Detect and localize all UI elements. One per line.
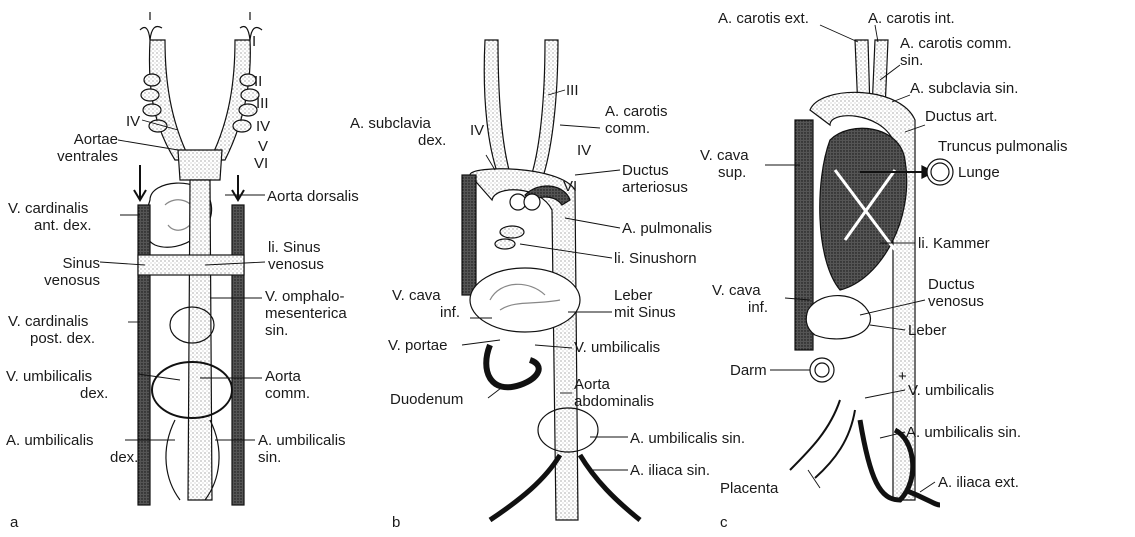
label-aorta-comm-1: Aorta: [265, 368, 301, 385]
label-v-cava-2-b: inf.: [440, 304, 460, 321]
label-aortae-ventrales-2: ventrales: [14, 148, 118, 165]
label-a-umbilicalis-dex-1: A. umbilicalis: [6, 432, 94, 449]
label-v-cardinalis-post-1: V. cardinalis: [8, 313, 88, 330]
cardinal-vein-right-a: [232, 205, 244, 505]
label-v-umbilicalis-c: V. umbilicalis: [908, 382, 994, 399]
label-v-umbilicalis-1: V. umbilicalis: [6, 368, 92, 385]
label-a-carotis-1-b: A. carotis: [605, 103, 668, 120]
label-a-iliaca-sin-b: A. iliaca sin.: [630, 462, 710, 479]
label-a-carotis-ext-c: A. carotis ext.: [718, 10, 809, 27]
label-lunge-c: Lunge: [958, 164, 1000, 181]
label-a-umbilicalis-sin-c: A. umbilicalis sin.: [906, 424, 1021, 441]
label-li-sinus-1: li. Sinus: [268, 239, 321, 256]
flow-arrows-top: [140, 12, 262, 40]
label-leber-1-b: Leber: [614, 287, 652, 304]
panel-a-drawing: [134, 12, 262, 505]
label-v-umbilicalis-2: dex.: [80, 385, 108, 402]
sinushorn-b: [500, 226, 524, 238]
label-a-pulmonalis-b: A. pulmonalis: [622, 220, 712, 237]
label-a-carotis-2-b: comm.: [605, 120, 650, 137]
label-v-cardinalis-ant-1: V. cardinalis: [8, 200, 88, 217]
label-a-umbilicalis-dex-2: dex.: [110, 449, 138, 466]
umbilical-vessels-c: [790, 400, 855, 478]
label-v-portae-b: V. portae: [388, 337, 448, 354]
label-iv-left-b: IV: [470, 122, 484, 139]
label-a-iliaca-ext-c: A. iliaca ext.: [938, 474, 1019, 491]
arch-numeral-i: I: [252, 33, 256, 50]
duodenum-b: [486, 345, 538, 387]
label-a-carotis-comm-2-c: sin.: [900, 52, 923, 69]
label-aorta-dorsalis: Aorta dorsalis: [267, 188, 359, 205]
label-v-cardinalis-post-2: post. dex.: [30, 330, 95, 347]
aorta-dorsalis-a: [188, 180, 212, 500]
panel-letter-b: b: [392, 514, 400, 531]
label-li-sinushorn-b: li. Sinushorn: [614, 250, 697, 267]
label-v-cava-1-b: V. cava: [392, 287, 441, 304]
label-a-umbilicalis-sin-2: sin.: [258, 449, 281, 466]
darm-c: [810, 358, 834, 382]
cardinal-vein-left-a: [138, 205, 150, 505]
label-a-subclavia-sin-c: A. subclavia sin.: [910, 80, 1018, 97]
label-v-cardinalis-ant-2: ant. dex.: [34, 217, 92, 234]
label-placenta-c: Placenta: [720, 480, 778, 497]
label-darm-c: Darm: [730, 362, 767, 379]
label-plus-c: +: [898, 368, 907, 385]
leber-b: [470, 268, 580, 332]
arch-numeral-iii: III: [256, 95, 269, 112]
label-v-cava-sup-1-c: V. cava: [700, 147, 749, 164]
arch-numeral-iv-left: IV: [126, 113, 140, 130]
label-truncus-c: Truncus pulmonalis: [938, 138, 1068, 155]
label-sinus-venosus-1: Sinus: [14, 255, 100, 272]
label-a-subclavia-2: dex.: [418, 132, 446, 149]
label-leber-2-b: mit Sinus: [614, 304, 676, 321]
label-aorta-abd-1-b: Aorta: [574, 376, 610, 393]
leber-c: [806, 296, 870, 339]
sinus-venosus-a: [138, 255, 244, 275]
label-v-omphalo-1: V. omphalo-: [265, 288, 345, 305]
label-ductus-2-b: arteriosus: [622, 179, 688, 196]
label-ductus-ven-1-c: Ductus: [928, 276, 975, 293]
label-li-kammer-c: li. Kammer: [918, 235, 990, 252]
label-a-carotis-int-c: A. carotis int.: [868, 10, 955, 27]
label-leber-c: Leber: [908, 322, 946, 339]
pulmonary-opening-2-b: [524, 194, 540, 210]
aortic-sac-a: [178, 150, 222, 180]
label-v-omphalo-2: mesenterica: [265, 305, 347, 322]
label-vi-b: VI: [563, 178, 577, 195]
arch-numeral-ii: II: [254, 73, 262, 90]
label-ductus-ven-2-c: venosus: [928, 293, 984, 310]
carotid-right-b: [530, 40, 558, 180]
label-a-subclavia-1: A. subclavia: [350, 115, 431, 132]
label-a-carotis-comm-1-c: A. carotis comm.: [900, 35, 1012, 52]
arch-numeral-iv-right: IV: [256, 118, 270, 135]
v-cava-sup-b: [462, 175, 476, 295]
label-v-omphalo-3: sin.: [265, 322, 288, 339]
label-iii-b: III: [566, 82, 579, 99]
label-aorta-abd-2-b: abdominalis: [574, 393, 654, 410]
arch-numeral-v: V: [258, 138, 268, 155]
label-v-cava-sup-2-c: sup.: [718, 164, 746, 181]
label-v-umbilicalis-b: V. umbilicalis: [574, 339, 660, 356]
label-aorta-comm-2: comm.: [265, 385, 310, 402]
label-ductus-art-c: Ductus art.: [925, 108, 998, 125]
label-li-sinus-2: venosus: [268, 256, 324, 273]
label-v-cava-inf-2-c: inf.: [748, 299, 768, 316]
label-iv-right-b: IV: [577, 142, 591, 159]
arch-numeral-vi: VI: [254, 155, 268, 172]
sinushorn-2-b: [495, 239, 515, 249]
panel-letter-a: a: [10, 514, 18, 531]
aortic-arch-b: [470, 169, 578, 520]
label-ductus-1-b: Ductus: [622, 162, 669, 179]
label-duodenum-b: Duodenum: [390, 391, 463, 408]
label-aortae-ventrales-1: Aortae: [14, 131, 118, 148]
label-v-cava-inf-1-c: V. cava: [712, 282, 761, 299]
panel-letter-c: c: [720, 514, 728, 531]
label-a-umbilicalis-sin-b: A. umbilicalis sin.: [630, 430, 745, 447]
label-a-umbilicalis-sin-1: A. umbilicalis: [258, 432, 346, 449]
label-sinus-venosus-2: venosus: [14, 272, 100, 289]
